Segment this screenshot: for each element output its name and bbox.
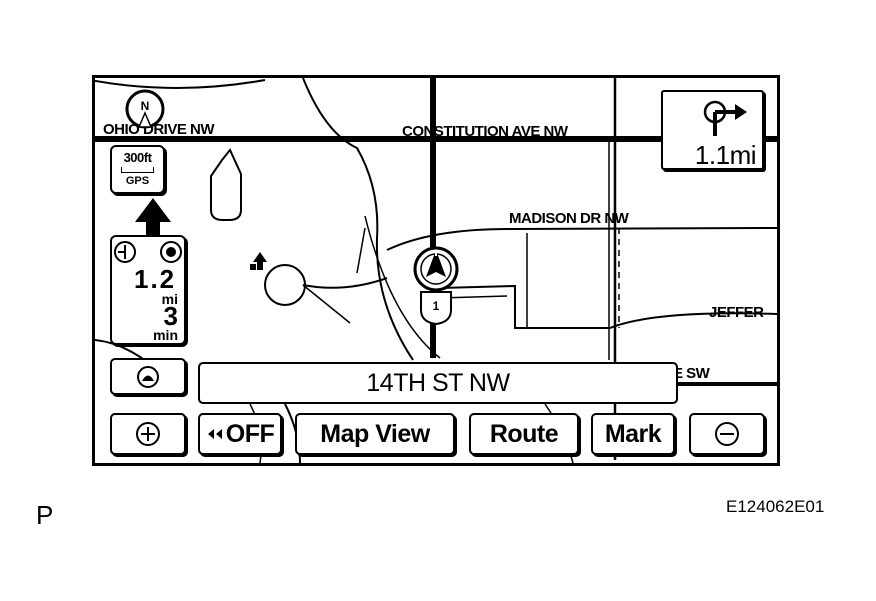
current-street-name: 14TH ST NW	[366, 368, 510, 397]
navigation-screen: OHIO DRIVE NW CONSTITUTION AVE NW MADISO…	[92, 75, 780, 466]
route-button[interactable]: Route	[469, 413, 579, 455]
map-view-label: Map View	[320, 419, 430, 448]
mark-label: Mark	[604, 419, 662, 448]
route-shield-icon	[420, 291, 452, 326]
jefferson-dr-road	[439, 284, 777, 329]
map-view-button[interactable]: Map View	[295, 413, 455, 455]
remaining-time-value: 3	[163, 301, 178, 331]
rewind-icon	[207, 429, 222, 439]
trip-info-panel[interactable]: 1.2 mi 3 min	[110, 235, 186, 345]
next-turn-panel[interactable]: 1.1mi	[661, 90, 764, 170]
voice-off-button[interactable]: OFF	[198, 413, 282, 455]
remaining-distance-value: 1.2	[134, 264, 177, 294]
turn-right-icon	[703, 100, 747, 136]
destination-icon	[137, 365, 159, 388]
street-label-constitution: CONSTITUTION AVE NW	[402, 123, 568, 140]
scale-distance: 300ft	[123, 150, 152, 165]
street-label-madison: MADISON DR NW	[509, 210, 629, 227]
street-label-jefferson: JEFFER	[709, 304, 764, 321]
route-shield-number: 1	[432, 299, 440, 313]
scale-mode: GPS	[125, 175, 150, 187]
vehicle-position-icon	[413, 246, 459, 292]
zoom-out-icon	[715, 422, 739, 446]
compass-north-label: N	[140, 99, 150, 113]
voice-off-label: OFF	[225, 419, 275, 448]
heading-arrow-icon	[135, 198, 171, 256]
footer-left-code: P	[36, 500, 54, 530]
current-street-bar: 14TH ST NW	[198, 362, 678, 404]
destination-icons	[114, 241, 182, 263]
map-scale-button[interactable]: 300ft GPS	[110, 145, 165, 194]
poi-marker-icon	[253, 252, 267, 270]
zoom-in-icon	[136, 422, 160, 446]
next-turn-distance: 1.1mi	[694, 140, 757, 170]
compass-icon	[125, 89, 165, 129]
compass-button[interactable]: N	[125, 83, 165, 135]
monument-outline	[210, 148, 242, 221]
remaining-time-unit: min	[153, 327, 178, 343]
mark-button[interactable]: Mark	[591, 413, 675, 455]
destination-button[interactable]	[110, 358, 186, 395]
remaining-distance-unit: mi	[161, 291, 178, 307]
scale-bar	[121, 167, 154, 173]
route-label: Route	[489, 419, 559, 448]
zoom-out-button[interactable]	[689, 413, 765, 455]
zoom-in-button[interactable]	[110, 413, 186, 455]
street-label-ohio: OHIO DRIVE NW	[103, 121, 215, 138]
figure-id: E124062E01	[726, 497, 825, 516]
street-label-independence: E SW	[673, 365, 710, 382]
madison-dr-road	[386, 227, 777, 251]
